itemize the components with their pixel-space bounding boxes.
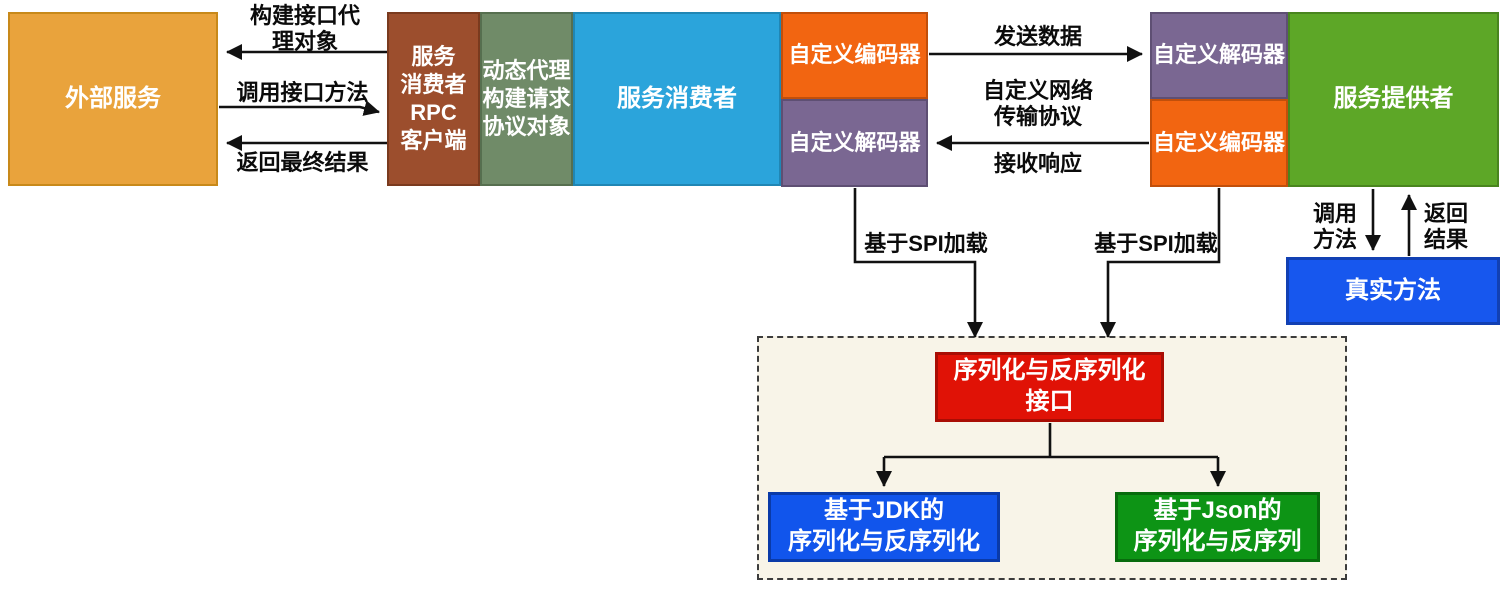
network-protocol-label: 自定义网络 传输协议 — [982, 78, 1093, 129]
return-result-arrow-label: 返回 结果 — [1423, 201, 1468, 252]
send-data-arrow-label: 发送数据 — [993, 24, 1082, 49]
dynamic-proxy-box: 动态代理 构建请求 协议对象 — [480, 12, 573, 186]
service-provider-box: 服务提供者 — [1288, 12, 1499, 187]
dynamic-proxy-label: 动态代理 构建请求 协议对象 — [482, 57, 571, 140]
external-service-box: 外部服务 — [8, 12, 218, 186]
serialization-interface-box: 序列化与反序列化 接口 — [935, 352, 1164, 422]
decoder-left-box: 自定义解码器 — [781, 99, 928, 187]
service-provider-label: 服务提供者 — [1333, 85, 1454, 113]
rpc-client-label: 服务 消费者 RPC 客户端 — [400, 43, 467, 154]
encoder-left-box: 自定义编码器 — [781, 12, 928, 99]
service-consumer-box: 服务消费者 — [573, 12, 781, 186]
return-final-arrow-label: 返回最终结果 — [236, 150, 369, 175]
spi-load-left-label: 基于SPI加载 — [864, 231, 988, 256]
call-interface-arrow-label: 调用接口方法 — [236, 80, 369, 105]
real-method-label: 真实方法 — [1345, 276, 1441, 304]
arrow-spi-load-right — [1100, 188, 1221, 338]
arrow-spi-load-left — [853, 188, 983, 338]
rpc-client-box: 服务 消费者 RPC 客户端 — [387, 12, 480, 186]
call-method-arrow-label: 调用 方法 — [1312, 201, 1357, 252]
external-service-label: 外部服务 — [65, 84, 161, 112]
encoder-right-box: 自定义编码器 — [1150, 99, 1288, 187]
serialization-interface-label: 序列化与反序列化 接口 — [953, 357, 1146, 415]
encoder-right-label: 自定义编码器 — [1152, 129, 1285, 155]
json-serialization-box: 基于Json的 序列化与反序列 — [1115, 492, 1320, 562]
decoder-right-label: 自定义解码器 — [1152, 42, 1285, 68]
build-proxy-arrow-label: 构建接口代 理对象 — [249, 3, 360, 54]
decoder-left-label: 自定义解码器 — [788, 129, 921, 155]
jdk-serialization-label: 基于JDK的 序列化与反序列化 — [788, 497, 980, 555]
receive-response-arrow-label: 接收响应 — [993, 151, 1082, 176]
real-method-box: 真实方法 — [1286, 257, 1500, 325]
spi-load-right-label: 基于SPI加载 — [1094, 231, 1218, 256]
service-consumer-label: 服务消费者 — [617, 84, 737, 112]
jdk-serialization-box: 基于JDK的 序列化与反序列化 — [768, 492, 1000, 562]
encoder-left-label: 自定义编码器 — [788, 42, 921, 68]
arrow-call-interface — [219, 100, 380, 116]
decoder-right-box: 自定义解码器 — [1150, 12, 1288, 99]
json-serialization-label: 基于Json的 序列化与反序列 — [1133, 497, 1302, 555]
